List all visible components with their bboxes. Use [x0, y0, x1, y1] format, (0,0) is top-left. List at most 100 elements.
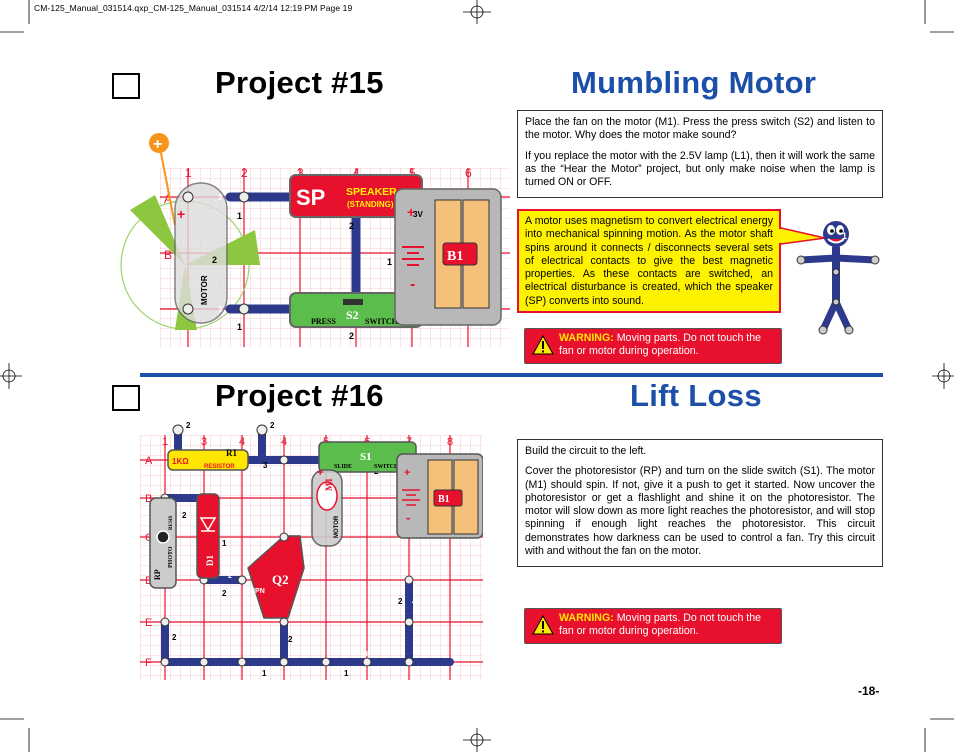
project16-warning: WARNING:Moving parts. Do not touch the f…	[524, 608, 782, 644]
led-symbol: D1	[205, 555, 215, 566]
warning-label: WARNING:	[559, 332, 614, 344]
led-part	[196, 493, 220, 579]
slide-switch-left: SLIDE	[334, 464, 352, 470]
row-label: A	[164, 192, 172, 206]
warning-icon	[532, 335, 554, 355]
mascot-figure: 1	[779, 221, 880, 335]
col-label: 4	[239, 436, 245, 448]
registration-mark-left	[0, 363, 22, 389]
resistor-part	[167, 449, 249, 471]
wire-number: 3	[364, 651, 368, 658]
switch-left-label: PRESS	[311, 317, 336, 326]
registration-mark-bottom	[463, 728, 491, 752]
resistor-symbol: R1	[226, 448, 237, 458]
speaker-sub: (STANDING)	[347, 200, 394, 209]
wire-number: 2	[222, 589, 227, 598]
wire-number: 1	[262, 669, 267, 678]
plus-sign: +	[153, 136, 162, 153]
project16-title: Project #16	[215, 378, 384, 413]
col-label: 5	[409, 166, 416, 180]
speech-pointer	[780, 227, 826, 245]
wire-number: 3	[263, 461, 268, 470]
mascot-badge: 1	[842, 231, 847, 241]
wire-number: 2	[288, 635, 293, 644]
wire-number: 2	[228, 573, 232, 580]
switch-symbol: S2	[346, 308, 359, 322]
project16-instruction-1: Build the circuit to the left.	[525, 445, 647, 457]
project15-checkbox[interactable]	[112, 73, 140, 99]
project15-instructions: Place the fan on the motor (M1). Press t…	[517, 110, 883, 198]
registration-mark-right	[932, 363, 954, 389]
col-label: 2	[241, 166, 248, 180]
transistor-symbol: Q2	[272, 572, 289, 587]
battery-voltage: 3V	[413, 210, 423, 219]
photoresistor-label-2: RESIS	[169, 515, 174, 530]
fan-plus-badge	[149, 133, 169, 153]
wire-number: 5	[262, 651, 266, 658]
page-number: -18-	[858, 684, 880, 698]
project16-checkbox[interactable]	[112, 385, 140, 411]
wire-number: 2	[212, 255, 217, 265]
project16-name: Lift Loss	[630, 378, 762, 413]
row-label: B	[145, 493, 152, 505]
wire-number: 3	[218, 305, 223, 314]
project15-callout: A motor uses magnetism to convert electr…	[517, 209, 781, 313]
warning-label: WARNING:	[559, 612, 614, 624]
motor-plus: +	[177, 206, 185, 222]
switch-right-label: SWITCH	[365, 317, 399, 326]
print-slug: CM-125_Manual_031514.qxp_CM-125_Manual_0…	[34, 3, 353, 13]
warning-text: Moving parts. Do not touch the fan or mo…	[559, 612, 762, 637]
col-label: 1	[162, 436, 168, 448]
project15-title: Project #15	[215, 65, 384, 100]
col-label: 3	[297, 166, 304, 180]
wire-number: 1	[237, 211, 242, 221]
registration-mark-top	[463, 0, 491, 24]
col-label: 8	[447, 436, 453, 448]
wire-number: 2	[349, 331, 354, 341]
project15-name: Mumbling Motor	[571, 65, 817, 100]
motor-label: MOTOR	[200, 275, 209, 305]
battery-plus: +	[407, 204, 415, 220]
resistor-name: RESISTOR	[204, 464, 235, 470]
wire-number: 1	[222, 539, 227, 548]
motor-part	[174, 182, 228, 324]
mascot-icon: 1	[796, 221, 880, 335]
battery-minus: -	[410, 276, 415, 293]
speaker-name: SPEAKER	[346, 186, 397, 198]
speaker-symbol: SP	[296, 185, 325, 210]
motor-label: MOTOR	[334, 515, 340, 538]
wire-number: 2	[270, 421, 275, 430]
wire-number: 4	[412, 599, 416, 606]
wire-number: 1	[387, 257, 392, 267]
col-label: 4	[281, 436, 287, 448]
project16-instructions: Build the circuit to the left. Cover the…	[517, 439, 883, 567]
motor-plus: +	[317, 467, 323, 479]
col-label: 1	[185, 166, 192, 180]
motor-symbol: M1	[324, 478, 334, 491]
project16-instruction-2: Cover the photoresistor (RP) and turn on…	[525, 465, 875, 558]
col-label: 4	[353, 166, 360, 180]
row-label: D	[145, 575, 153, 587]
project16-circuit-diagram: 1 3 4 4 5 6 7 8 A B C D E F 2 2 2 1	[140, 421, 483, 680]
project15-circuit-diagram: 1 2 3 4 5 6 A B + MOTOR + 3 3 1 1 2 2 2 …	[120, 133, 510, 347]
transistor-type: NPN	[250, 588, 265, 595]
wire-number: 1	[237, 322, 242, 332]
slide-switch-symbol: S1	[360, 451, 372, 463]
warning-icon	[532, 615, 554, 635]
battery-label: B1	[438, 494, 450, 505]
photoresistor-symbol: RP	[153, 569, 162, 580]
wire-number: 2	[186, 421, 191, 430]
row-label: B	[164, 248, 172, 262]
resistor-value: 1KΩ	[172, 457, 189, 466]
wire-number: 2	[398, 597, 403, 606]
wire-number: 3	[218, 193, 223, 202]
section-divider	[140, 373, 883, 377]
wire-number: 2	[172, 633, 177, 642]
row-label: C	[145, 532, 153, 544]
col-label: 6	[465, 166, 472, 180]
photoresistor-label: PHOTO	[168, 546, 174, 568]
col-label: 3	[201, 436, 207, 448]
wire-number: 2	[182, 511, 187, 520]
row-label: F	[145, 657, 152, 669]
